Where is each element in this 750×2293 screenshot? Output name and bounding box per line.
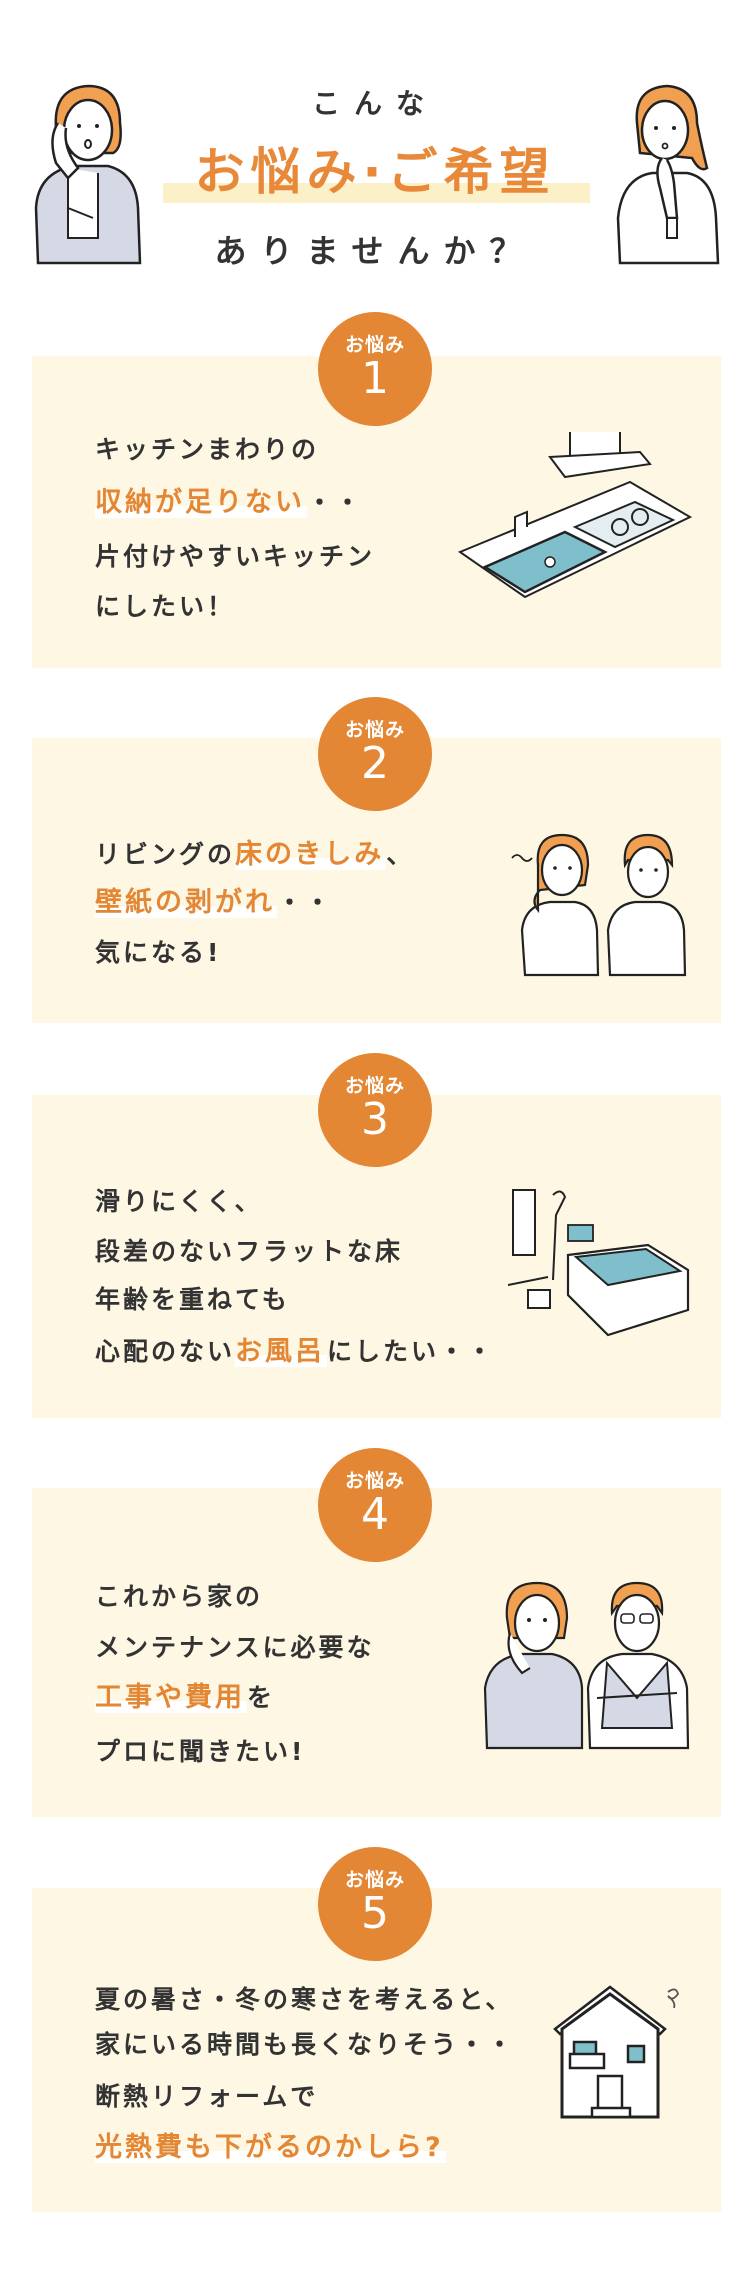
- badge-number: 3: [361, 1094, 389, 1145]
- bathroom-icon: [508, 1185, 693, 1340]
- badge-label: お悩み: [344, 1869, 405, 1891]
- highlight-text: 工事や費用: [95, 1682, 247, 1713]
- thinking-woman-icon: [612, 78, 722, 268]
- card-1-line-1: キッチンまわりの: [95, 435, 320, 464]
- card-3-line-3: 年齢を重ねても: [95, 1285, 290, 1314]
- card-3-line-2: 段差のないフラットな床: [95, 1237, 404, 1266]
- card-2-line-3: 気になる!: [95, 938, 222, 967]
- card-4-line-1: これから家の: [95, 1582, 264, 1611]
- badge-number: 4: [361, 1489, 389, 1540]
- senior-couple-icon: [482, 1578, 692, 1750]
- card-2-line-2: 壁紙の剥がれ・・: [95, 887, 334, 918]
- concern-badge-1: お悩み 1: [318, 312, 432, 426]
- badge-number: 1: [361, 353, 389, 404]
- card-3-line-1: 滑りにくく、: [95, 1187, 263, 1216]
- card-5-line-2: 家にいる時間も長くなりそう・・: [95, 2030, 516, 2059]
- concern-badge-3: お悩み 3: [318, 1053, 432, 1167]
- badge-number: 5: [361, 1888, 389, 1939]
- concern-badge-5: お悩み 5: [318, 1847, 432, 1961]
- highlight-text: 床のきしみ: [235, 839, 387, 870]
- badge-label: お悩み: [344, 334, 405, 356]
- house-icon: [550, 1984, 680, 2120]
- highlight-text: 収納が足りない: [95, 487, 307, 518]
- card-4-line-4: プロに聞きたい!: [95, 1737, 306, 1766]
- card-5-line-4: 光熱費も下がるのかしら?: [95, 2131, 446, 2165]
- card-3-line-4: 心配のないお風呂にしたい・・: [95, 1336, 496, 1367]
- badge-label: お悩み: [344, 719, 405, 741]
- header-line-1: こんな: [311, 87, 438, 120]
- header-title: お悩み·ご希望: [194, 143, 556, 201]
- card-1-line-3: 片付けやすいキッチン: [95, 542, 376, 571]
- concern-badge-2: お悩み 2: [318, 697, 432, 811]
- highlight-text: 壁紙の剥がれ: [95, 887, 277, 918]
- highlight-text: 光熱費も下がるのかしら?: [95, 2132, 446, 2163]
- badge-label: お悩み: [344, 1470, 405, 1492]
- header-highlight-bar: [163, 183, 590, 203]
- card-1-line-2: 収納が足りない・・: [95, 487, 364, 518]
- card-4-line-3: 工事や費用を: [95, 1682, 276, 1713]
- card-4-line-2: メンテナンスに必要な: [95, 1633, 375, 1662]
- worried-couple-icon: [500, 830, 695, 978]
- header-line-3: ありませんか？: [214, 232, 536, 270]
- badge-label: お悩み: [344, 1075, 405, 1097]
- worried-woman-icon: [28, 78, 148, 268]
- concern-badge-4: お悩み 4: [318, 1448, 432, 1562]
- badge-number: 2: [361, 738, 389, 789]
- highlight-text: お風呂: [235, 1336, 328, 1367]
- card-1-line-4: にしたい！: [95, 592, 236, 621]
- kitchen-icon: [455, 432, 695, 602]
- card-2-line-1: リビングの床のきしみ、: [95, 839, 415, 870]
- card-5-line-1: 夏の暑さ・冬の寒さを考えると、: [95, 1985, 514, 2014]
- card-5-line-3: 断熱リフォームで: [95, 2082, 319, 2111]
